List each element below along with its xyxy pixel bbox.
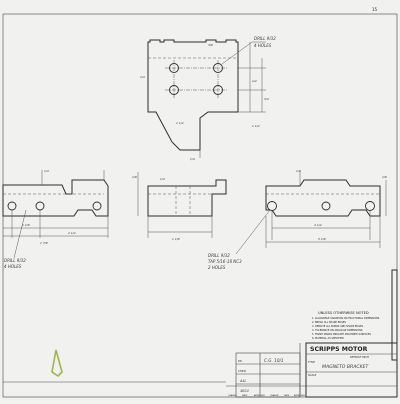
part-name: MAGNETO BRACKET bbox=[322, 364, 369, 370]
company-sub: DETROIT MICH bbox=[350, 355, 369, 359]
dim-top-7: 1/4 bbox=[190, 157, 195, 161]
note-line-3: 3. REMOVE ALL BURRS AND SHARP EDGES bbox=[312, 325, 364, 328]
dim-right-4: 1/8 bbox=[382, 175, 387, 179]
left-hole-2 bbox=[35, 201, 45, 211]
right-view: 1/4 4 1/2 5 1/8 1/8 DRILL 9/32 TAP 5/16-… bbox=[208, 169, 387, 270]
left-view: 1/4 1 1/8 2 1/2 1 7/8 DRILL 9/32 4 HOLES bbox=[2, 169, 109, 269]
dim-top-5: 1 1/2 bbox=[176, 121, 184, 125]
rev-header: APPROVED bbox=[254, 394, 265, 397]
note-line-5: 5. FINISH MARKS INDICATE MACHINED SURFAC… bbox=[312, 333, 371, 336]
title-block: SCRIPPS MOTOR DETROIT MICH TITLE MAGNETO… bbox=[226, 269, 398, 398]
pencil-mark bbox=[51, 349, 63, 378]
rev-header: APPROVED bbox=[294, 394, 305, 397]
dim-left-2: 1 1/8 bbox=[22, 223, 30, 227]
drawn-value: C.G. 10/1 bbox=[264, 358, 284, 363]
note-line-2: 2. BREAK ALL SHARP EDGES bbox=[312, 321, 346, 324]
dim-top-6: 3/8 bbox=[208, 43, 213, 47]
right-hole-2 bbox=[321, 201, 331, 211]
note-line-1: 1. ALLOWABLE VARIATION ON FRACTIONAL DIM… bbox=[312, 317, 380, 320]
right-hole-1 bbox=[267, 201, 277, 211]
tb-side-strip bbox=[391, 269, 398, 361]
note-line-4: 4. TOLERANCE ON ANGULAR DIMENSIONS bbox=[312, 329, 363, 332]
drill-note-c-line2: TAP 5/16-18 NC3 bbox=[208, 259, 242, 264]
rev-header: DATE bbox=[284, 394, 290, 397]
notes-heading: UNLESS OTHERWISE NOTED bbox=[318, 311, 369, 315]
right-hole-3 bbox=[365, 201, 375, 211]
note-line-6: 6. MATERIAL AS SPECIFIED bbox=[312, 337, 344, 340]
rev-header: CHANGE bbox=[270, 394, 279, 397]
rev-header: DATE bbox=[242, 394, 248, 397]
dim-left-3: 2 1/2 bbox=[68, 231, 76, 235]
drill-note-c-line1: DRILL 9/32 bbox=[208, 253, 230, 258]
dim-right-2: 4 1/2 bbox=[314, 223, 322, 227]
side-view: 1/8 1 1/8 1/4 bbox=[132, 172, 227, 241]
top-view: DRILL 9/32 4 HOLES 1/2 3/4 1 1/2 1/4 1 1… bbox=[140, 36, 276, 161]
left-hole-1 bbox=[7, 201, 17, 211]
title-label: TITLE bbox=[308, 360, 315, 364]
scale-label: SCALE bbox=[308, 373, 317, 377]
drill-note-a-line2: 4 HOLES bbox=[254, 43, 272, 48]
dim-top-3: 1 1/2 bbox=[252, 124, 260, 128]
drill-leader-line bbox=[221, 41, 253, 65]
tb-signature-box bbox=[235, 352, 301, 398]
dim-top-2: 3/4 bbox=[264, 97, 269, 101]
tb-main-box bbox=[305, 342, 398, 398]
dim-side-1: 1/8 bbox=[132, 175, 137, 179]
drill-leader-line bbox=[235, 209, 271, 255]
rev-code-1: A4L bbox=[239, 379, 246, 383]
drill-note-c-line3: 2 HOLES bbox=[208, 265, 226, 270]
dim-top-1: 1/2 bbox=[252, 79, 257, 83]
top-view-outline bbox=[147, 39, 239, 151]
dim-side-2: 1 1/8 bbox=[172, 237, 180, 241]
drawn-label: DR bbox=[238, 359, 242, 363]
left-view-outline bbox=[2, 179, 109, 217]
drill-leader-line bbox=[13, 209, 27, 259]
right-view-outline bbox=[265, 179, 381, 217]
drill-note-b-line1: DRILL 9/32 bbox=[4, 258, 26, 263]
side-view-outline bbox=[147, 179, 227, 217]
dim-right-3: 5 1/8 bbox=[318, 237, 326, 241]
rev-code-2: 4B24 bbox=[240, 389, 249, 393]
dim-left-4: 1 7/8 bbox=[40, 241, 48, 245]
dim-right-1: 1/4 bbox=[296, 169, 301, 173]
dim-side-3: 1/4 bbox=[160, 177, 165, 181]
dim-left-1: 1/4 bbox=[44, 169, 49, 173]
drill-note-a-line1: DRILL 9/32 bbox=[254, 36, 276, 41]
rev-header: CHANGE bbox=[228, 394, 237, 397]
left-hole-3 bbox=[92, 201, 102, 211]
drill-note-b-line2: 4 HOLES bbox=[4, 264, 22, 269]
general-notes: UNLESS OTHERWISE NOTED 1. ALLOWABLE VARI… bbox=[312, 311, 380, 340]
checked-label: CHK'D bbox=[238, 369, 246, 373]
dim-top-4: 1/4 bbox=[140, 75, 145, 79]
corner-number: 15 bbox=[372, 7, 378, 12]
company-name: SCRIPPS MOTOR bbox=[310, 346, 368, 353]
